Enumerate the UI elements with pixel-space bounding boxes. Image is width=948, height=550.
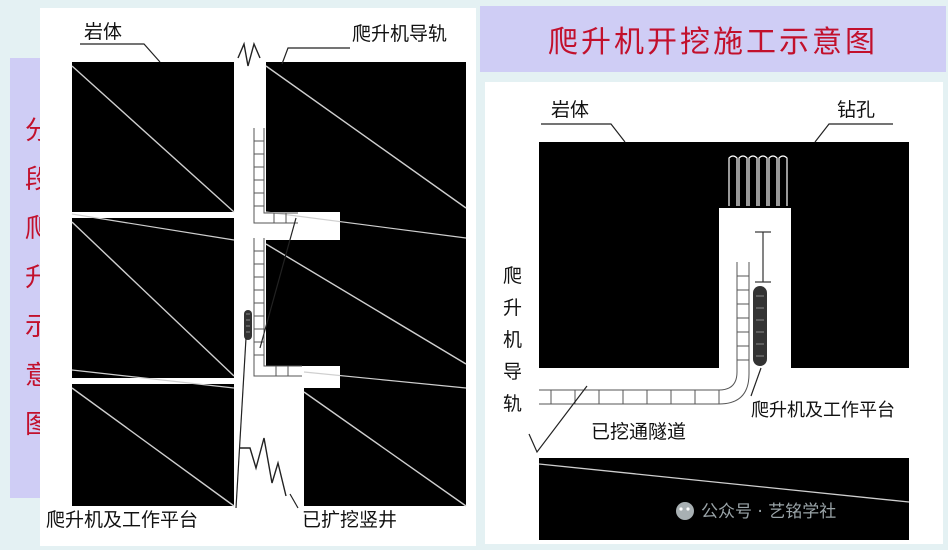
- climber-excavation-diagram: 岩体 钻孔 爬 升 机 导 轨 爬升机及工作平台 已挖通隧道 公众号 · 艺铭学…: [485, 82, 943, 544]
- guide-rail-char: 爬: [503, 265, 522, 287]
- right-guide-rail: [539, 262, 750, 405]
- right-upper-rock: [539, 142, 909, 368]
- right-leader-lines: [528, 123, 893, 454]
- left-leader-lines: [80, 43, 350, 509]
- watermark: 公众号 · 艺铭学社: [676, 502, 836, 522]
- excavated-tunnel-label: 已挖通隧道: [591, 421, 686, 443]
- climber-excavation-svg: 岩体 钻孔 爬 升 机 导 轨 爬升机及工作平台 已挖通隧道 公众号 · 艺铭学…: [503, 99, 910, 540]
- right-rock-column: [265, 62, 467, 507]
- segmented-climbing-diagram: 岩体 爬升机导轨 爬升机及工作平台 已扩挖竖井: [40, 8, 476, 546]
- left-guide-rail: [253, 128, 302, 377]
- right-climber-platform-label: 爬升机及工作平台: [751, 400, 895, 421]
- guide-rail-char: 升: [503, 297, 522, 319]
- break-symbol-bottom: [240, 437, 287, 497]
- right-platform-bracket: [755, 231, 771, 283]
- left-climber: [244, 310, 252, 340]
- boreholes: [728, 155, 788, 206]
- left-rock-label: 岩体: [84, 21, 122, 43]
- guide-rail-char: 机: [503, 329, 522, 351]
- left-climber-platform-label: 爬升机及工作平台: [46, 509, 198, 531]
- guide-rail-char: 导: [503, 361, 522, 383]
- wechat-icon: [676, 502, 694, 520]
- watermark-text: 公众号 · 艺铭学社: [701, 502, 836, 522]
- right-guide-rail-label: 爬 升 机 导 轨: [503, 265, 522, 415]
- right-climber: [753, 286, 767, 366]
- left-guide-rail-label: 爬升机导轨: [352, 23, 447, 45]
- right-lower-rock: [538, 458, 910, 540]
- left-expanded-shaft-label: 已扩挖竖井: [302, 509, 397, 531]
- guide-rail-char: 轨: [503, 393, 522, 415]
- right-diagram-title: 爬升机开挖施工示意图: [480, 6, 946, 72]
- borehole-label: 钻孔: [837, 99, 875, 121]
- segmented-climbing-svg: 岩体 爬升机导轨 爬升机及工作平台 已扩挖竖井: [46, 21, 467, 531]
- left-rock-column: [71, 62, 235, 507]
- right-rock-label: 岩体: [551, 99, 589, 121]
- break-symbol-top: [237, 41, 261, 67]
